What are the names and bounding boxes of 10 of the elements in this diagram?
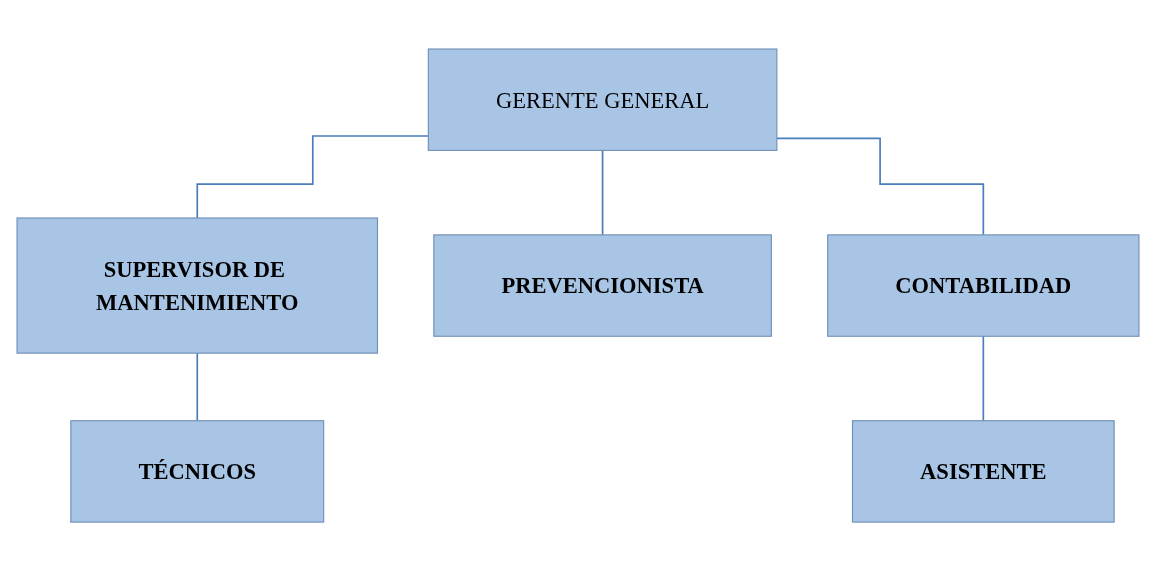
connector bbox=[601, 150, 604, 237]
node-box: TÉCNICOS bbox=[70, 420, 325, 524]
node-box: ASISTENTE bbox=[851, 420, 1115, 524]
connector bbox=[982, 335, 985, 422]
connector bbox=[196, 352, 199, 422]
connector bbox=[776, 137, 985, 237]
node-box: GERENTE GENERAL bbox=[427, 48, 778, 152]
node-box: CONTABILIDAD bbox=[827, 234, 1140, 338]
node-box: SUPERVISOR DE MANTENIMIENTO bbox=[16, 217, 379, 355]
node-box: PREVENCIONISTA bbox=[433, 234, 772, 338]
